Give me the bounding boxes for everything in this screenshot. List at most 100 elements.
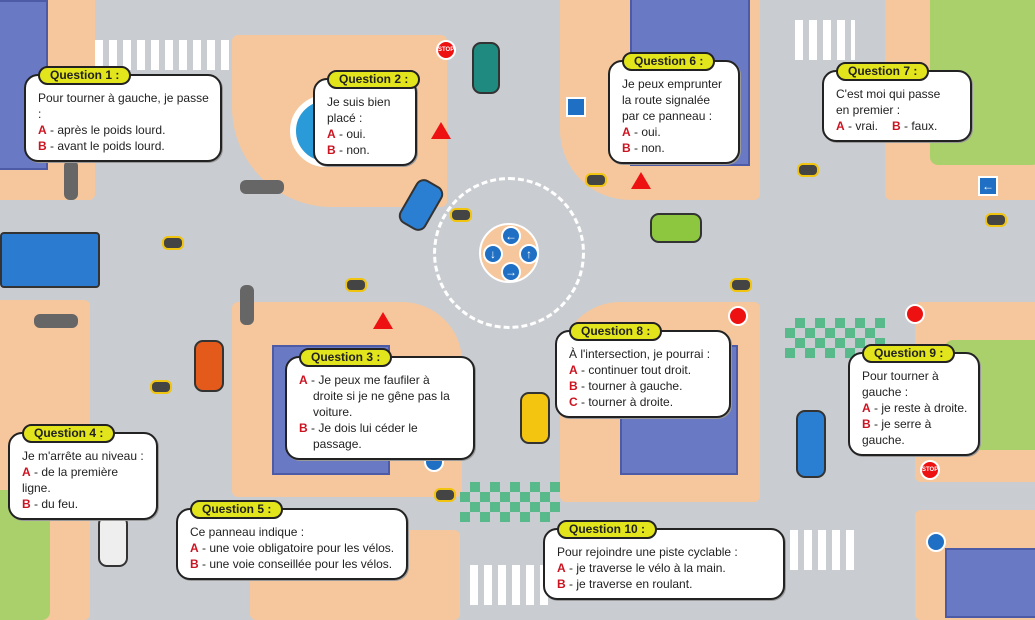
- cyclist-icon: [797, 163, 819, 177]
- question-label: Question 4 :: [22, 424, 116, 443]
- answer-option-a[interactable]: A - après le poids lourd.: [38, 122, 210, 138]
- arrow-up-icon: ↑: [519, 244, 539, 264]
- crosswalk: [790, 530, 860, 570]
- option-letter: C: [569, 395, 578, 409]
- stop-sign-icon: STOP: [920, 460, 940, 480]
- option-text: - je traverse en roulant.: [565, 577, 693, 591]
- question-bubble-q2: Question 2 :Je suis bien placé :A - oui.…: [313, 70, 421, 166]
- option-letter: A: [557, 561, 566, 575]
- answer-option-b[interactable]: B - je serre à gauche.: [862, 416, 968, 448]
- option-letter: B: [299, 421, 308, 435]
- question-bubble-q10: Question 10 : Pour rejoindre une piste cy…: [543, 520, 785, 600]
- answer-option-a[interactable]: A - de la première ligne.: [22, 464, 146, 496]
- roundabout: [433, 177, 585, 329]
- bike-lane-sign-icon: [926, 532, 946, 552]
- answer-option-b[interactable]: B - du feu.: [22, 496, 146, 512]
- option-letter: A: [836, 119, 845, 133]
- question-label: Question 8 :: [569, 322, 663, 341]
- option-letter: A: [38, 123, 47, 137]
- option-letter: B: [190, 557, 199, 571]
- question-prompt: À l'intersection, je pourrai :: [569, 347, 711, 361]
- stop-sign-icon: STOP: [436, 40, 456, 60]
- answer-option-a[interactable]: A - Je peux me faufiler à droite si je n…: [299, 372, 463, 420]
- option-text: - continuer tout droit.: [577, 363, 692, 377]
- traffic-light-icon: [240, 180, 284, 194]
- answer-option-b[interactable]: B - une voie conseillée pour les vélos.: [190, 556, 396, 572]
- question-prompt: C'est moi qui passe: [836, 87, 941, 101]
- option-letter: B: [327, 143, 336, 157]
- option-text: - je serre à gauche.: [862, 417, 932, 447]
- car-white: [98, 515, 128, 567]
- option-text: - oui.: [335, 127, 366, 141]
- question-bubble-q7: Question 7 : C'est moi qui passe en premie…: [822, 62, 972, 142]
- no-left-turn-sign-icon: [728, 306, 748, 326]
- car-green: [650, 213, 702, 243]
- option-text: - non.: [630, 141, 665, 155]
- truck: [0, 232, 100, 288]
- answer-option-a[interactable]: A - je traverse le vélo à la main.: [557, 560, 773, 576]
- question-bubble-q4: Question 4 : Je m'arrête au niveau :A - d…: [8, 424, 158, 520]
- building: [945, 548, 1035, 618]
- answer-option-a[interactable]: A - je reste à droite.: [862, 400, 968, 416]
- answer-option-c[interactable]: C - tourner à droite.: [569, 394, 719, 410]
- cyclist-icon: [150, 380, 172, 394]
- arrow-down-icon: ↓: [483, 244, 503, 264]
- question-label: Question 9 :: [862, 344, 956, 363]
- answer-option-a[interactable]: A - oui.: [327, 126, 366, 142]
- arrow-left-icon: ←: [501, 226, 521, 246]
- question-prompt: Je m'arrête au niveau :: [22, 449, 144, 463]
- crosswalk: [95, 40, 230, 70]
- parking-sign-icon: [566, 97, 586, 117]
- option-letter: A: [190, 541, 199, 555]
- answer-option-a[interactable]: A - une voie obligatoire pour les vélos.: [190, 540, 396, 556]
- question-label: Question 5 :: [190, 500, 284, 519]
- yield-sign-icon: [631, 172, 651, 189]
- question-label: Question 3 :: [299, 348, 393, 367]
- option-letter: A: [327, 127, 336, 141]
- question-bubble-q8: Question 8 : À l'intersection, je pourrai…: [555, 322, 731, 418]
- one-way-sign-icon: ←: [978, 176, 998, 196]
- option-letter: B: [38, 139, 47, 153]
- option-letter: A: [622, 125, 631, 139]
- question-prompt: Pour rejoindre une piste cyclable :: [557, 545, 738, 559]
- question-prompt: la route signalée: [622, 93, 711, 107]
- answer-option-a[interactable]: A - vrai.: [836, 118, 878, 134]
- answer-option-b[interactable]: B - non.: [622, 140, 665, 156]
- option-letter: A: [299, 373, 308, 387]
- answer-option-b[interactable]: B - non.: [327, 142, 370, 158]
- question-label: Question 2 :: [327, 70, 421, 89]
- question-prompt: Je suis bien placé :: [327, 95, 391, 125]
- answer-option-a[interactable]: A - continuer tout droit.: [569, 362, 719, 378]
- crosswalk: [470, 565, 550, 605]
- no-entry-sign-icon: [905, 304, 925, 324]
- car-teal: [472, 42, 500, 94]
- option-text: - une voie conseillée pour les vélos.: [198, 557, 393, 571]
- answer-option-b[interactable]: B - faux.: [892, 118, 937, 134]
- option-letter: A: [862, 401, 871, 415]
- traffic-light-icon: [64, 160, 78, 200]
- option-letter: B: [622, 141, 631, 155]
- option-letter: B: [22, 497, 31, 511]
- option-text: - je reste à droite.: [870, 401, 968, 415]
- option-text: - je traverse le vélo à la main.: [565, 561, 726, 575]
- question-bubble-q9: Question 9 :Pour tourner à gauche :A - j…: [848, 344, 980, 456]
- question-label: Question 10 :: [557, 520, 658, 539]
- option-text: - tourner à droite.: [577, 395, 674, 409]
- cyclist-icon: [985, 213, 1007, 227]
- car-orange: [194, 340, 224, 392]
- answer-option-b[interactable]: B - Je dois lui céder le passage.: [299, 420, 463, 452]
- answer-option-b[interactable]: B - avant le poids lourd.: [38, 138, 210, 154]
- question-prompt: Ce panneau indique :: [190, 525, 305, 539]
- question-prompt: en premier :: [836, 103, 901, 117]
- answer-option-a[interactable]: A - oui.: [622, 124, 661, 140]
- crosswalk: [795, 20, 855, 60]
- car-blue-2: [796, 410, 826, 478]
- answer-option-b[interactable]: B - tourner à gauche.: [569, 378, 719, 394]
- option-text: - Je dois lui céder le passage.: [307, 421, 418, 451]
- option-letter: A: [569, 363, 578, 377]
- option-text: - non.: [335, 143, 370, 157]
- question-label: Question 7 :: [836, 62, 930, 81]
- cyclist-icon: [345, 278, 367, 292]
- option-text: - tourner à gauche.: [577, 379, 683, 393]
- answer-option-b[interactable]: B - je traverse en roulant.: [557, 576, 773, 592]
